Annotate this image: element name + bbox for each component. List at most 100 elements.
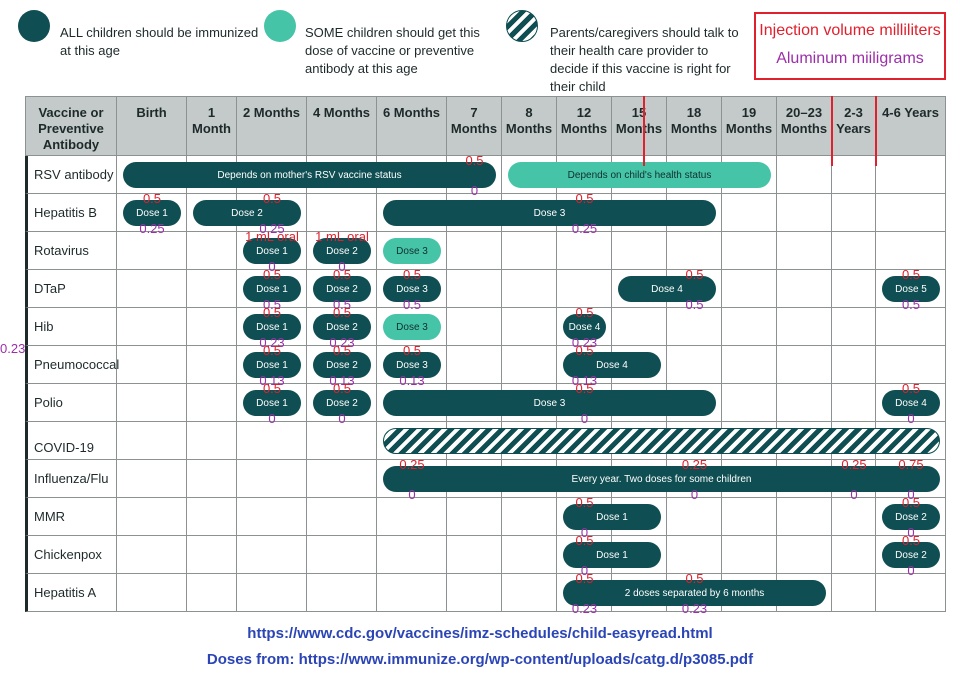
table-cell	[876, 232, 946, 270]
aluminum-annotation: 0.25	[139, 221, 165, 236]
table-cell	[876, 346, 946, 384]
table-cell	[307, 574, 377, 612]
table-cell	[722, 536, 777, 574]
dose-bar: Dose 4	[563, 352, 661, 378]
volume-annotation: 0.5	[262, 191, 282, 206]
table-cell	[722, 270, 777, 308]
table-cell	[187, 232, 237, 270]
table-cell	[777, 156, 832, 194]
aluminum-annotation: 0	[907, 563, 915, 578]
table-cell	[667, 194, 722, 232]
table-cell	[377, 308, 447, 346]
table-cell	[307, 308, 377, 346]
row-label: Hepatitis A	[25, 574, 117, 612]
table-cell	[447, 156, 502, 194]
aluminum-annotation: 0	[268, 259, 276, 274]
table-cell	[307, 536, 377, 574]
aluminum-annotation: 0.23	[259, 335, 285, 350]
table-cell	[447, 232, 502, 270]
column-header: 15 Months	[612, 96, 667, 156]
guide-line	[643, 96, 645, 166]
row-label: Influenza/Flu	[25, 460, 117, 498]
table-cell	[832, 384, 876, 422]
volume-annotation: 0.25	[681, 457, 708, 472]
table-cell	[447, 346, 502, 384]
table-cell	[832, 346, 876, 384]
aluminum-annotation: 0	[907, 525, 915, 540]
dose-bar: Dose 3	[383, 352, 441, 378]
table-cell	[447, 308, 502, 346]
column-header: 20–23 Months	[777, 96, 832, 156]
table-cell	[832, 498, 876, 536]
units-legend-box: Injection volume milliliters Aluminum mi…	[754, 12, 946, 80]
table-cell	[447, 270, 502, 308]
table-cell	[777, 346, 832, 384]
footer-link-cdc[interactable]: https://www.cdc.gov/vaccines/imz-schedul…	[247, 625, 713, 642]
table-cell	[612, 346, 667, 384]
table-cell	[832, 156, 876, 194]
legend-all-text: ALL children should be immunized at this…	[60, 25, 259, 58]
aluminum-annotation: 0	[470, 183, 479, 198]
dose-bar: Dose 2	[313, 314, 371, 340]
table-cell	[777, 574, 832, 612]
dose-bar: Depends on child's health status	[508, 162, 771, 188]
dose-bar: Dose 1	[243, 276, 301, 302]
table-cell	[612, 232, 667, 270]
table-cell	[876, 384, 946, 422]
table-cell	[667, 498, 722, 536]
dose-bar: Dose 1	[243, 314, 301, 340]
legend-some-text: SOME children should get this dose of va…	[305, 25, 480, 76]
aluminum-annotation: 0.23	[681, 601, 708, 616]
table-cell	[307, 270, 377, 308]
margin-note: 0.23	[0, 341, 26, 356]
dose-bar: Dose 2	[313, 238, 371, 264]
column-header: 2 Months	[237, 96, 307, 156]
table-cell	[237, 346, 307, 384]
aluminum-annotation: 0	[408, 487, 416, 502]
aluminum-annotation: 0	[907, 487, 915, 502]
table-cell	[307, 460, 377, 498]
table-cell	[187, 422, 237, 460]
aluminum-annotation: 0.25	[259, 221, 285, 236]
aluminum-annotation: 0.23	[329, 335, 355, 350]
dose-bar: Dose 1	[243, 238, 301, 264]
table-cell	[237, 270, 307, 308]
aluminum-annotation: 0.5	[262, 297, 282, 312]
table-cell	[117, 498, 187, 536]
aluminum-annotation: 0.13	[329, 373, 355, 388]
aluminum-annotation: 0.13	[259, 373, 285, 388]
table-cell	[557, 270, 612, 308]
aluminum-annotation: 0.5	[332, 297, 352, 312]
table-cell	[557, 308, 612, 346]
column-header: 2-3 Years	[832, 96, 876, 156]
dose-bar: Every year. Two doses for some children	[383, 466, 940, 492]
volume-annotation: 0.5	[901, 533, 921, 548]
table-cell	[876, 270, 946, 308]
volume-annotation: 0.5	[685, 571, 704, 586]
guide-line	[831, 96, 833, 166]
table-cell	[876, 460, 946, 498]
units-aluminum-label: Aluminum miiligrams	[776, 50, 924, 67]
dose-bar: Dose 1	[243, 352, 301, 378]
legend: ALL children should be immunized at this…	[0, 8, 960, 94]
dose-bar: Dose 3	[383, 276, 441, 302]
aluminum-annotation: 0	[580, 563, 589, 578]
table-cell	[832, 574, 876, 612]
table-cell	[777, 536, 832, 574]
column-header: Birth	[117, 96, 187, 156]
volume-annotation: 0.5	[142, 191, 162, 206]
table-cell	[832, 232, 876, 270]
volume-annotation: 1 mL oral	[245, 229, 299, 244]
table-cell	[612, 498, 667, 536]
table-cell	[307, 422, 377, 460]
table-cell	[876, 308, 946, 346]
column-header: 1 Month	[187, 96, 237, 156]
footer-link-doses[interactable]: Doses from: https://www.immunize.org/wp-…	[206, 651, 754, 668]
table-cell	[667, 384, 722, 422]
table-cell	[377, 574, 447, 612]
table-cell	[117, 270, 187, 308]
dose-bar: Dose 2	[313, 352, 371, 378]
table-cell	[777, 498, 832, 536]
table-cell	[117, 384, 187, 422]
